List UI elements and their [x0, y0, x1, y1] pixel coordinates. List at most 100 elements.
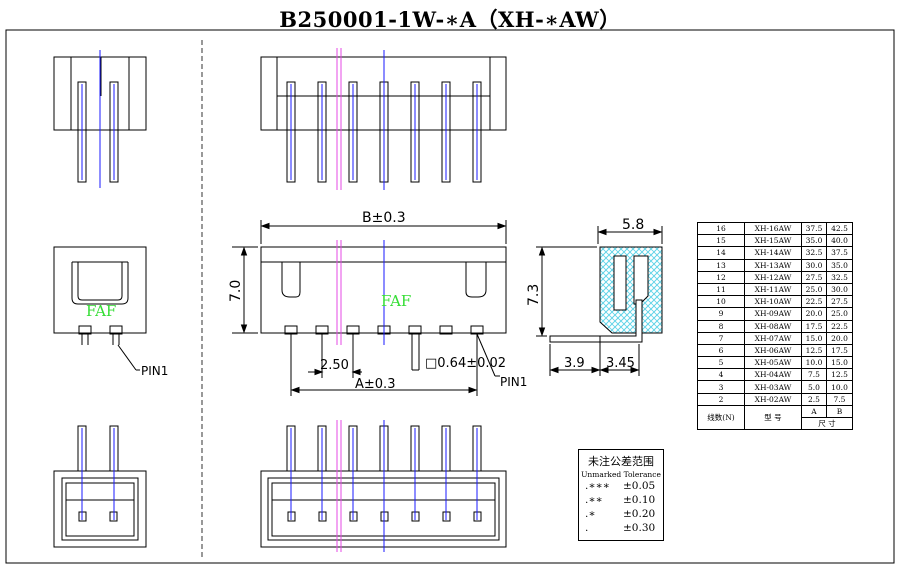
cell-pins: 14 [697, 246, 745, 260]
cell-model: XH-06AW [744, 343, 802, 358]
cell-a: 5.0 [801, 380, 827, 394]
brand-mark-left: FAF [86, 302, 116, 320]
cell-a: 32.5 [801, 246, 827, 260]
cell-b: 40.0 [826, 234, 853, 248]
tolerance-key: .∗∗ [585, 494, 603, 506]
tolerance-row: .∗∗±0.10 [579, 493, 663, 507]
tolerance-value: ±0.20 [623, 508, 656, 520]
cell-a: 22.5 [801, 295, 827, 309]
cell-pins: 10 [697, 295, 745, 309]
cell-model: XH-03AW [744, 380, 802, 394]
cell-a: 7.5 [801, 368, 827, 382]
cell-model: XH-15AW [744, 234, 802, 248]
header-a: A [801, 404, 827, 419]
header-pins: 线数(N) [697, 404, 745, 431]
dimension-a: A±0.3 [355, 377, 395, 392]
cell-pins: 12 [697, 270, 745, 284]
tolerance-key: . [585, 522, 589, 534]
cell-a: 20.0 [801, 307, 827, 321]
header-b: B [826, 404, 853, 419]
tolerance-value: ±0.30 [623, 522, 656, 534]
left-bottom-view [53, 425, 147, 548]
cell-a: 12.5 [801, 343, 827, 358]
cell-a: 30.0 [801, 258, 827, 272]
cell-a: 37.5 [801, 221, 827, 236]
header-size: 尺 寸 [801, 416, 853, 431]
dimension-side-height: 7.3 [526, 284, 542, 306]
cell-b: 42.5 [826, 221, 853, 236]
cell-a: 10.0 [801, 356, 827, 370]
cell-model: XH-10AW [744, 295, 802, 309]
cell-b: 15.0 [826, 356, 853, 370]
brand-mark-center: FAF [381, 292, 411, 310]
cell-model: XH-11AW [744, 282, 802, 297]
cell-b: 22.5 [826, 319, 853, 333]
cell-b: 20.0 [826, 331, 853, 345]
cell-pins: 9 [697, 307, 745, 321]
cell-b: 32.5 [826, 270, 853, 284]
cell-pins: 3 [697, 380, 745, 394]
cell-pins: 7 [697, 331, 745, 345]
cell-pins: 8 [697, 319, 745, 333]
center-top-view [260, 48, 507, 190]
cell-a: 15.0 [801, 331, 827, 345]
cell-pins: 16 [697, 221, 745, 236]
tolerance-key: .∗ [585, 508, 596, 520]
drawing-title: B250001-1W-∗A（XH-∗AW） [279, 7, 621, 32]
dimension-foot-2: 3.45 [606, 356, 635, 371]
cell-b: 30.0 [826, 282, 853, 297]
cell-b: 25.0 [826, 307, 853, 321]
center-bottom-view [260, 420, 507, 552]
cell-a: 35.0 [801, 234, 827, 248]
tolerance-value: ±0.05 [623, 480, 656, 492]
tolerance-row: .∗∗∗ ±0.05 [579, 479, 663, 493]
cell-b: 37.5 [826, 246, 853, 260]
cell-model: XH-04AW [744, 368, 802, 382]
tolerance-subtitle: Unmarked Tolerance [581, 470, 661, 479]
cell-b: 10.0 [826, 380, 853, 394]
cell-model: XH-07AW [744, 331, 802, 345]
tolerance-key: .∗∗∗ [585, 480, 610, 492]
left-front-view [53, 246, 147, 371]
dimension-side-width: 5.8 [622, 217, 644, 233]
cell-model: XH-05AW [744, 356, 802, 370]
cell-model: XH-08AW [744, 319, 802, 333]
cell-a: 2.5 [801, 392, 827, 406]
header-model: 型 号 [744, 404, 802, 431]
cell-pins: 15 [697, 234, 745, 248]
pin1-label-left: PIN1 [141, 364, 168, 378]
cell-b: 17.5 [826, 343, 853, 358]
tolerance-row: . ±0.30 [579, 521, 663, 535]
cell-model: XH-12AW [744, 270, 802, 284]
pin1-label-front: PIN1 [500, 375, 527, 389]
cell-pins: 13 [697, 258, 745, 272]
dimension-pitch: 2.50 [320, 358, 349, 373]
center-front-view [232, 220, 507, 396]
cell-model: XH-16AW [744, 221, 802, 236]
cell-model: XH-02AW [744, 392, 802, 406]
cell-pins: 5 [697, 356, 745, 370]
cell-b: 27.5 [826, 295, 853, 309]
cell-a: 17.5 [801, 319, 827, 333]
cell-b: 12.5 [826, 368, 853, 382]
cell-b: 35.0 [826, 258, 853, 272]
side-section-view [536, 226, 663, 376]
dimension-b: B±0.3 [362, 210, 406, 226]
sheet-border [5, 29, 895, 564]
